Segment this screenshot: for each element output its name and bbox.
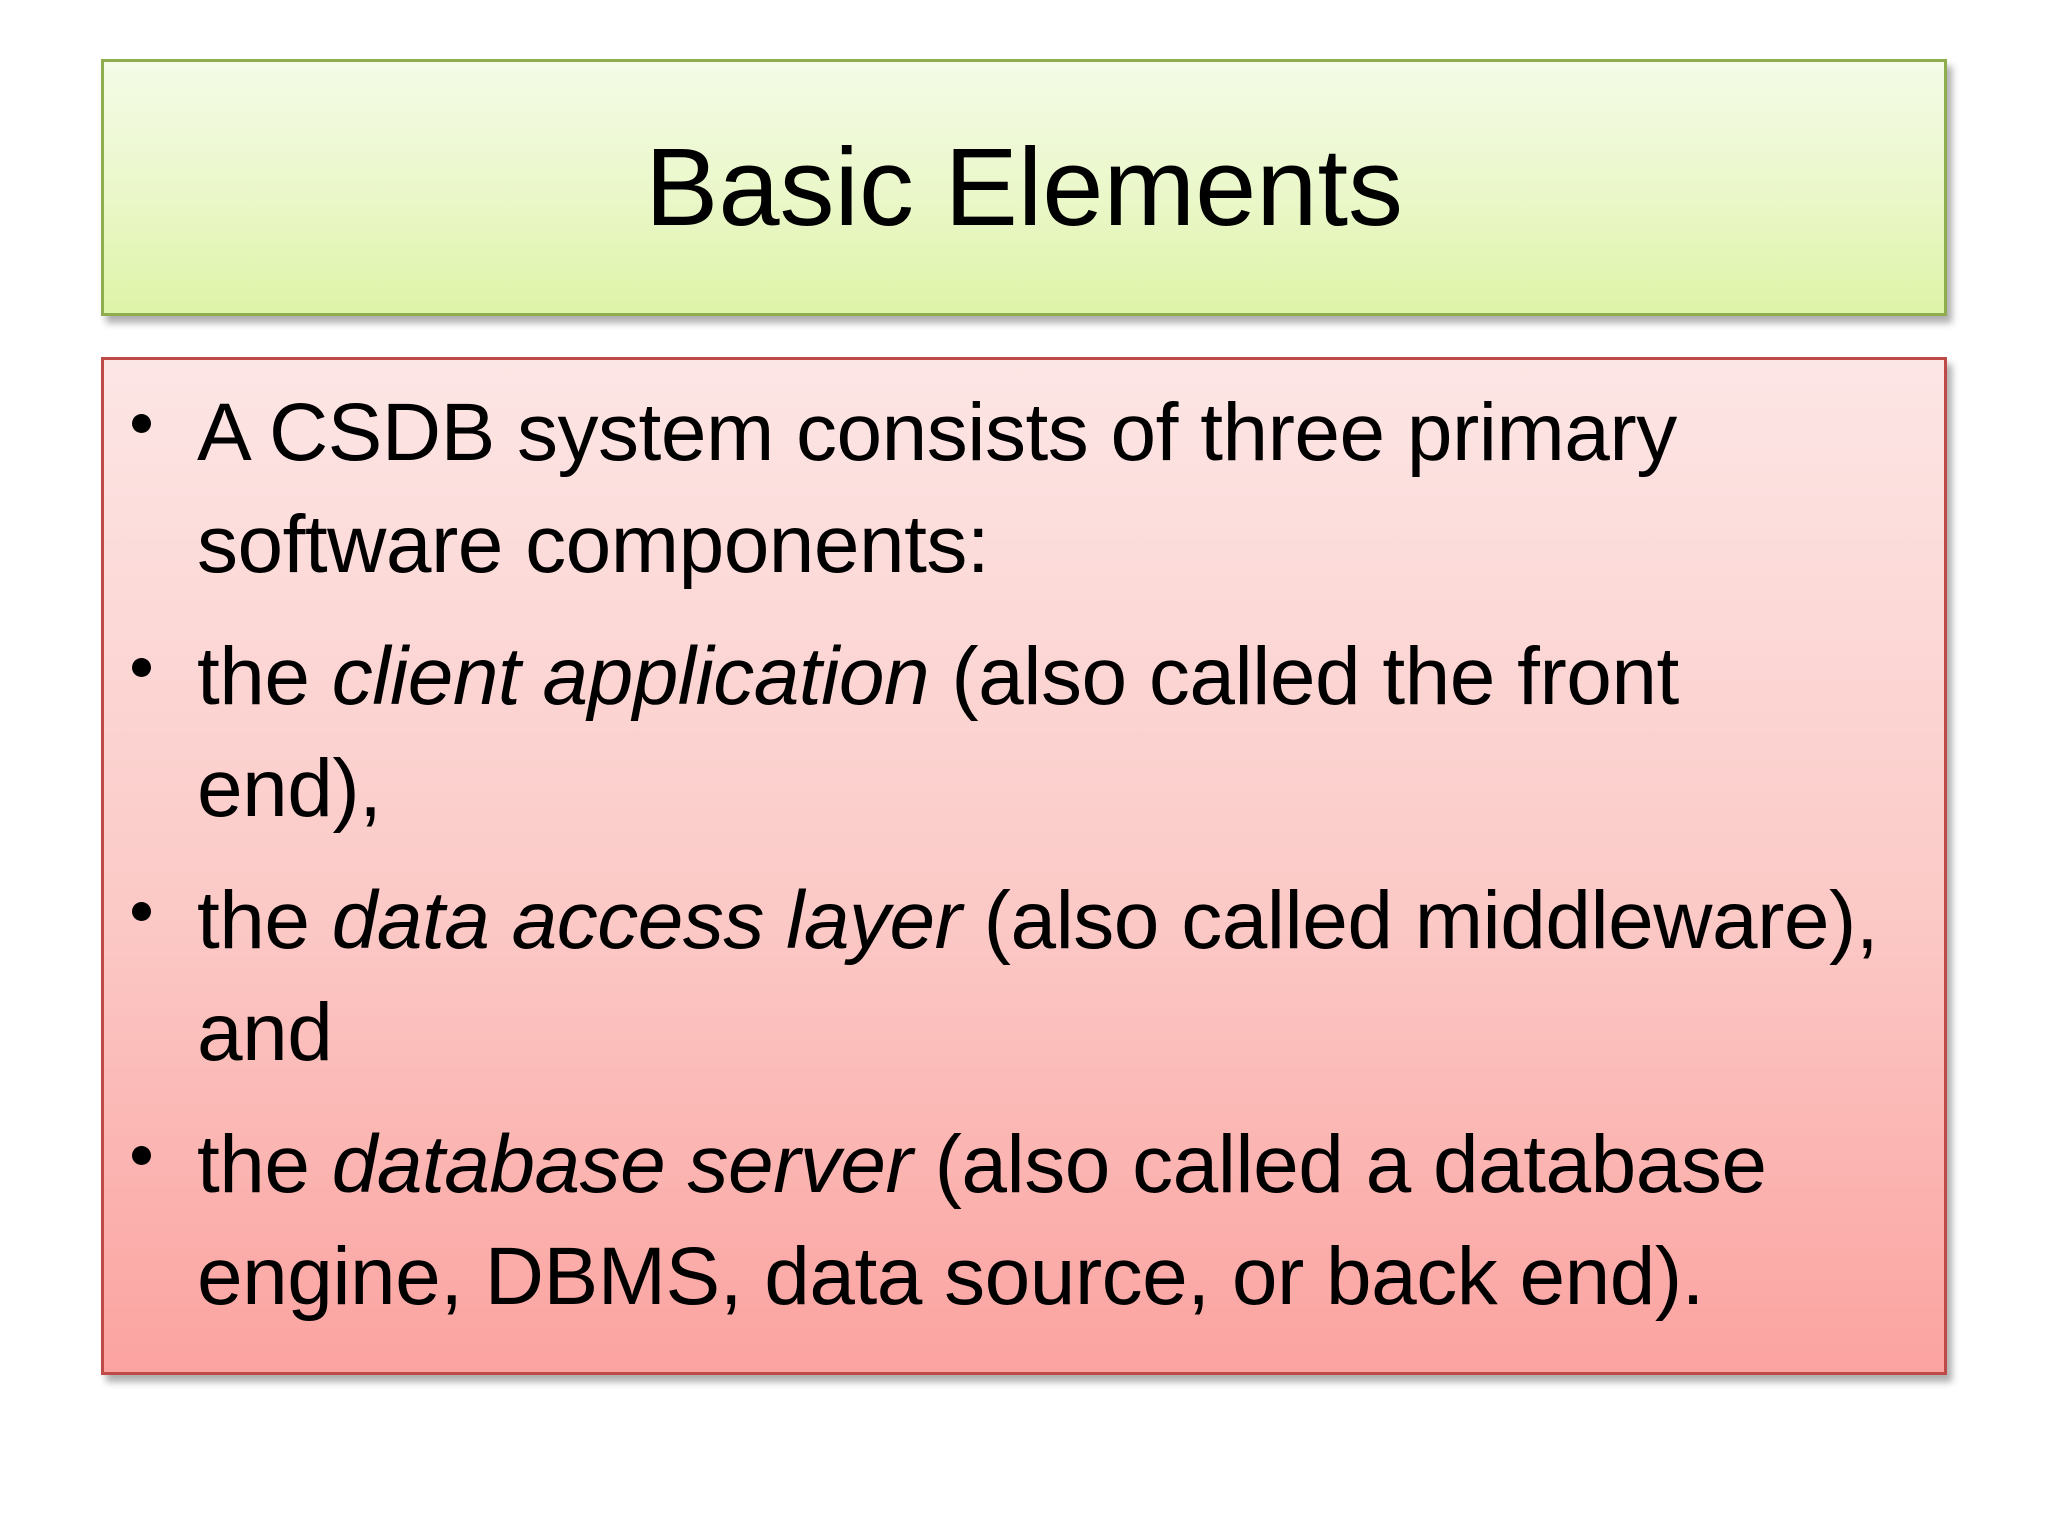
bullet-dot-icon bbox=[132, 1146, 151, 1166]
bullet-item: the database server (also called a datab… bbox=[130, 1109, 1914, 1332]
bullet-text: the database server (also called a datab… bbox=[197, 1119, 1767, 1322]
bullet-dot-icon bbox=[132, 414, 151, 433]
bullet-dot-icon bbox=[132, 902, 151, 922]
bullet-item: the data access layer (also called middl… bbox=[130, 865, 1914, 1088]
bullet-item: the client application (also called the … bbox=[130, 621, 1914, 844]
bullet-dot-icon bbox=[132, 658, 151, 678]
slide-title: Basic Elements bbox=[644, 126, 1404, 249]
title-box: Basic Elements bbox=[101, 59, 1947, 316]
bullet-text: the client application (also called the … bbox=[197, 631, 1679, 834]
bullet-text: the data access layer (also called middl… bbox=[197, 875, 1879, 1078]
